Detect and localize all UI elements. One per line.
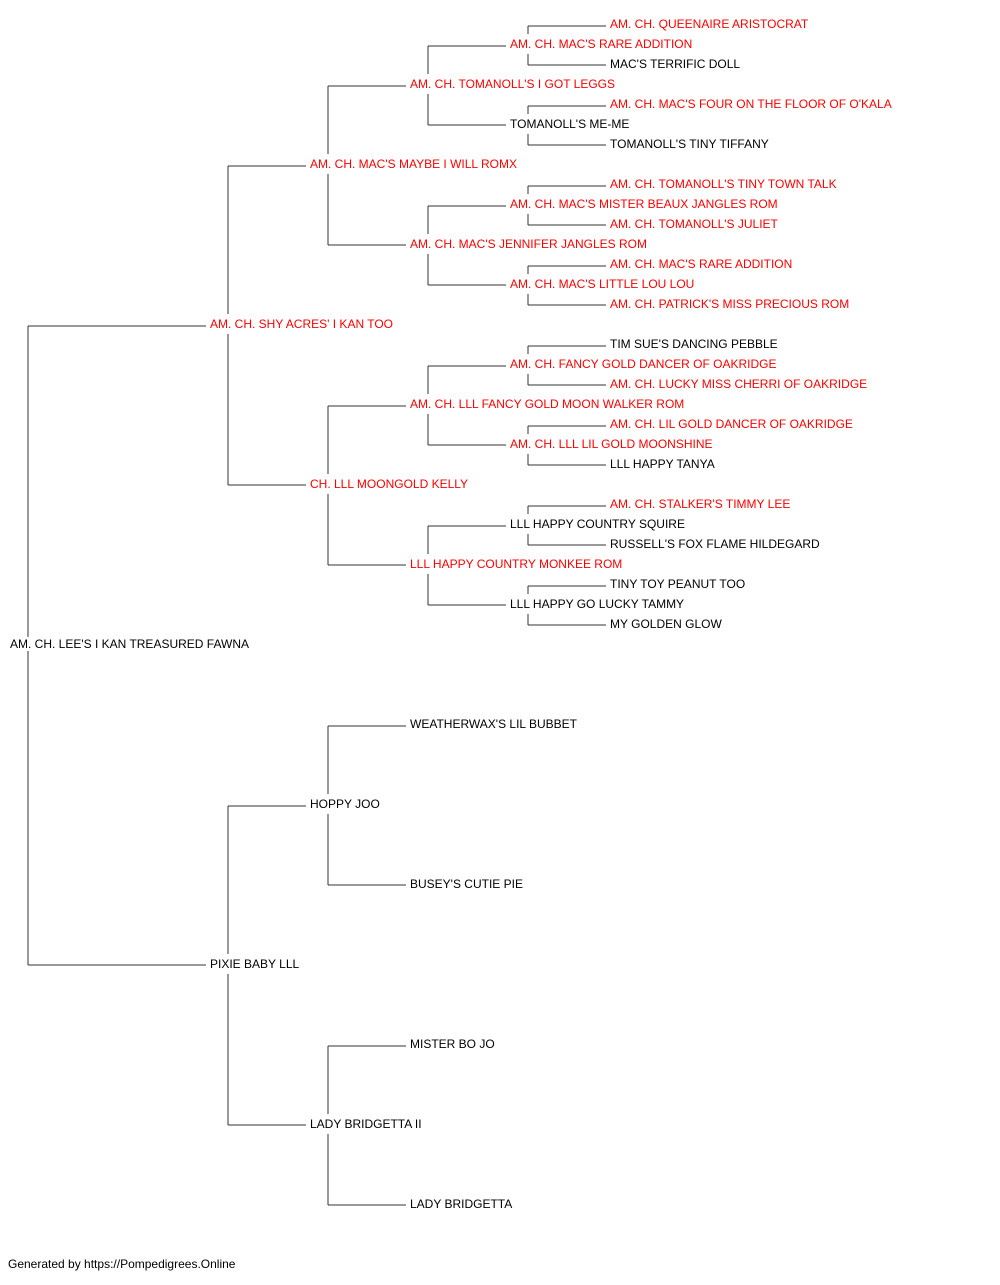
sire-dam-sire-dam[interactable]: AM. CH. LLL LIL GOLD MOONSHINE (508, 437, 715, 451)
dam-sire[interactable]: HOPPY JOO (308, 797, 382, 811)
dam-sire-sire[interactable]: WEATHERWAX'S LIL BUBBET (408, 717, 579, 731)
sire-sire-dam-dam-dam[interactable]: AM. CH. PATRICK'S MISS PRECIOUS ROM (608, 297, 852, 311)
subject-dog[interactable]: AM. CH. LEE'S I KAN TREASURED FAWNA (8, 637, 252, 651)
sire-dam[interactable]: CH. LLL MOONGOLD KELLY (308, 477, 471, 491)
sire-dam-sire[interactable]: AM. CH. LLL FANCY GOLD MOON WALKER ROM (408, 397, 687, 411)
sire-sire-dam-sire[interactable]: AM. CH. MAC'S MISTER BEAUX JANGLES ROM (508, 197, 780, 211)
sire-sire-dam-sire-sire[interactable]: AM. CH. TOMANOLL'S TINY TOWN TALK (608, 177, 839, 191)
sire-sire-sire-sire-dam[interactable]: MAC'S TERRIFIC DOLL (608, 57, 743, 71)
sire-dam-dam-sire-dam[interactable]: RUSSELL'S FOX FLAME HILDEGARD (608, 537, 822, 551)
sire-dam-sire-sire[interactable]: AM. CH. FANCY GOLD DANCER OF OAKRIDGE (508, 357, 779, 371)
sire-sire-sire-dam-sire[interactable]: AM. CH. MAC'S FOUR ON THE FLOOR OF O'KAL… (608, 97, 894, 111)
sire-dam-dam-dam-dam[interactable]: MY GOLDEN GLOW (608, 617, 724, 631)
sire-dam-dam-sire[interactable]: LLL HAPPY COUNTRY SQUIRE (508, 517, 687, 531)
sire-sire-sire-dam-dam[interactable]: TOMANOLL'S TINY TIFFANY (608, 137, 771, 151)
sire-sire-dam-dam[interactable]: AM. CH. MAC'S LITTLE LOU LOU (508, 277, 697, 291)
dam-sire-dam[interactable]: BUSEY'S CUTIE PIE (408, 877, 525, 891)
sire-sire-sire-dam[interactable]: TOMANOLL'S ME-ME (508, 117, 632, 131)
dam-dam-sire[interactable]: MISTER BO JO (408, 1037, 497, 1051)
sire-dam-dam-dam[interactable]: LLL HAPPY GO LUCKY TAMMY (508, 597, 687, 611)
dam-dam[interactable]: LADY BRIDGETTA II (308, 1117, 424, 1131)
sire-dam-dam-sire-sire[interactable]: AM. CH. STALKER'S TIMMY LEE (608, 497, 793, 511)
sire[interactable]: AM. CH. SHY ACRES' I KAN TOO (208, 317, 396, 331)
sire-sire-sire-sire-sire[interactable]: AM. CH. QUEENAIRE ARISTOCRAT (608, 17, 811, 31)
sire-dam-dam-dam-sire[interactable]: TINY TOY PEANUT TOO (608, 577, 748, 591)
sire-dam-sire-dam-dam[interactable]: LLL HAPPY TANYA (608, 457, 717, 471)
sire-sire-dam[interactable]: AM. CH. MAC'S JENNIFER JANGLES ROM (408, 237, 649, 251)
sire-sire-dam-dam-sire[interactable]: AM. CH. MAC'S RARE ADDITION (608, 257, 795, 271)
sire-sire-dam-sire-dam[interactable]: AM. CH. TOMANOLL'S JULIET (608, 217, 780, 231)
sire-sire[interactable]: AM. CH. MAC'S MAYBE I WILL ROMX (308, 157, 519, 171)
sire-sire-sire[interactable]: AM. CH. TOMANOLL'S I GOT LEGGS (408, 77, 618, 91)
sire-dam-sire-dam-sire[interactable]: AM. CH. LIL GOLD DANCER OF OAKRIDGE (608, 417, 855, 431)
sire-dam-sire-sire-sire[interactable]: TIM SUE'S DANCING PEBBLE (608, 337, 780, 351)
dam[interactable]: PIXIE BABY LLL (208, 957, 302, 971)
sire-sire-sire-sire[interactable]: AM. CH. MAC'S RARE ADDITION (508, 37, 695, 51)
generated-by-footer: Generated by https://Pompedigrees.Online (8, 1257, 236, 1271)
sire-dam-sire-sire-dam[interactable]: AM. CH. LUCKY MISS CHERRI OF OAKRIDGE (608, 377, 870, 391)
sire-dam-dam[interactable]: LLL HAPPY COUNTRY MONKEE ROM (408, 557, 625, 571)
dam-dam-dam[interactable]: LADY BRIDGETTA (408, 1197, 515, 1211)
